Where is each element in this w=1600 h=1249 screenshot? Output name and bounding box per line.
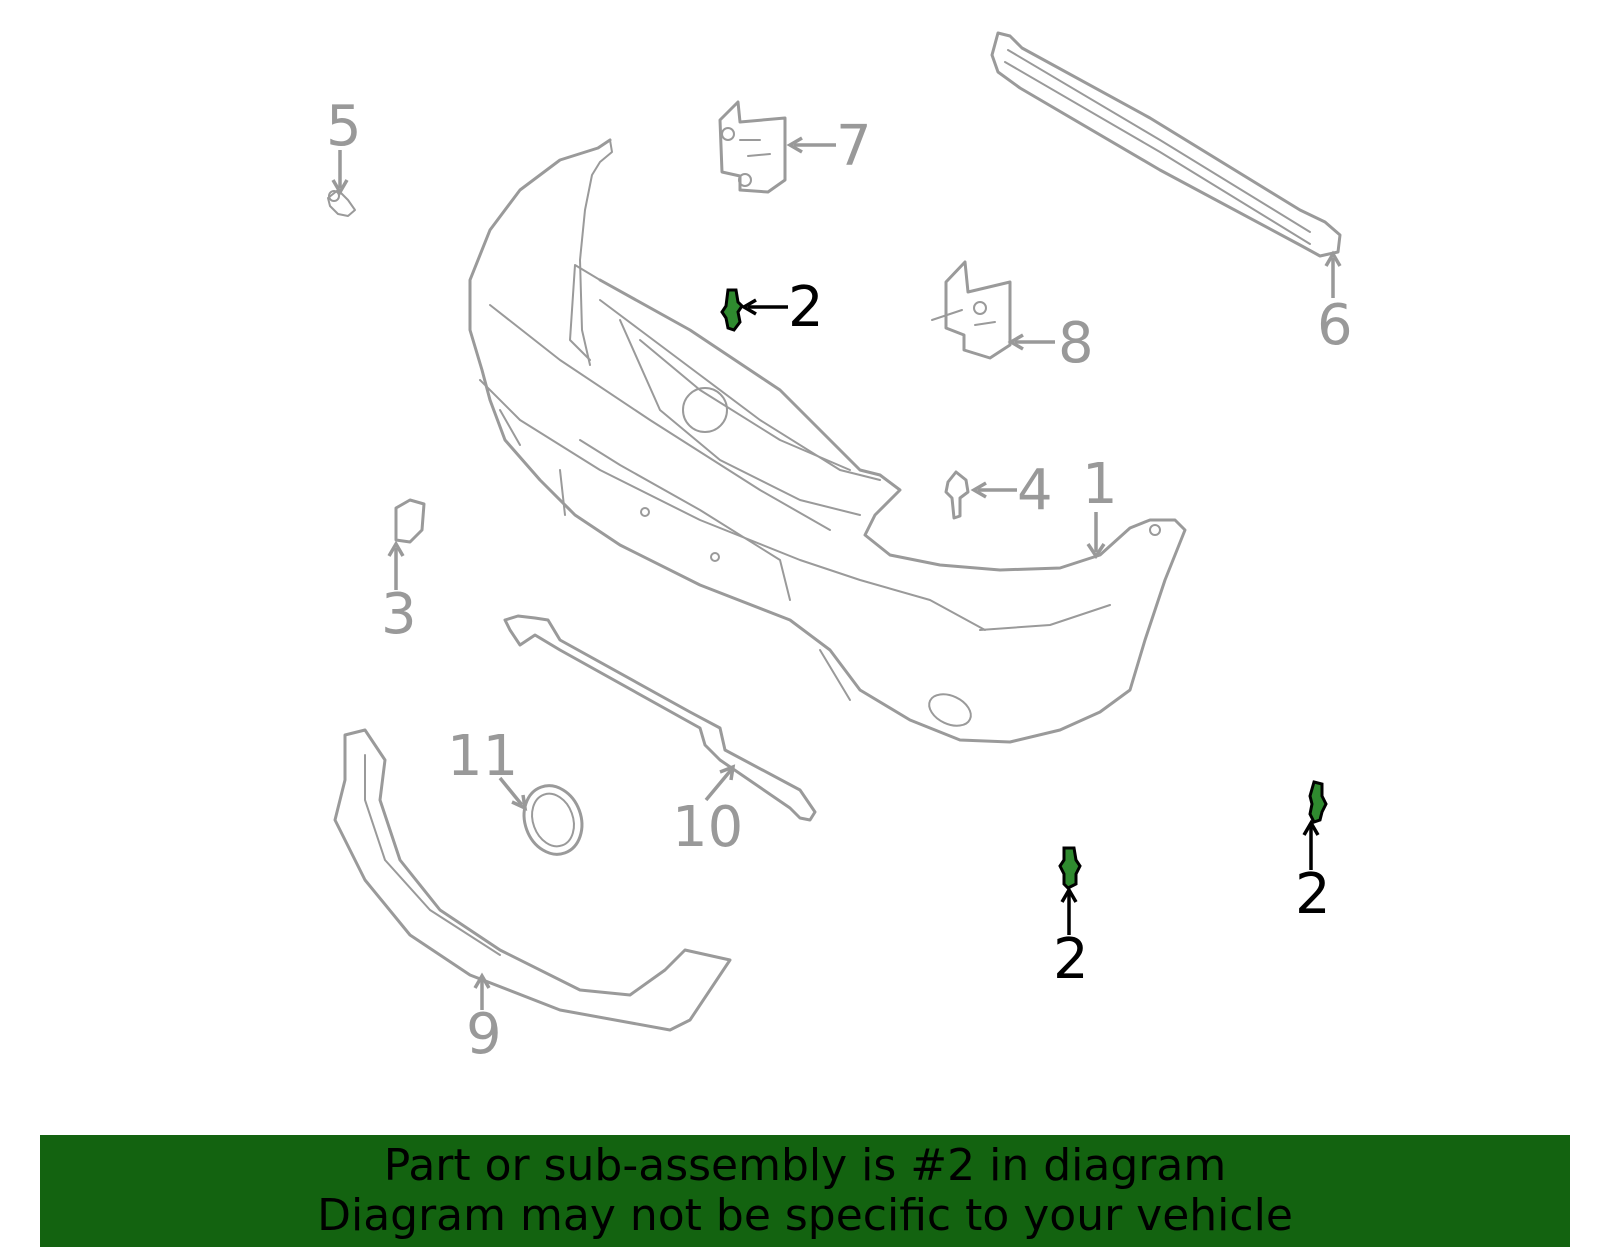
part-6-reinforcement-bar <box>990 31 1342 258</box>
label-1: 1 <box>1082 452 1118 517</box>
part-7-bracket <box>718 100 787 194</box>
part-8-bracket <box>931 260 1012 360</box>
part-10-bracket-strip <box>503 614 817 822</box>
label-8: 8 <box>1058 311 1094 376</box>
label-3: 3 <box>381 582 417 647</box>
label-6: 6 <box>1317 293 1353 358</box>
clip-2-bottom-right[interactable] <box>1308 780 1328 824</box>
part-11-ring <box>522 784 584 856</box>
arrow-11 <box>498 776 524 807</box>
label-2-top: 2 <box>788 275 824 340</box>
label-9: 9 <box>466 1002 502 1067</box>
label-2-bottom-center: 2 <box>1053 927 1089 992</box>
label-10: 10 <box>672 795 743 860</box>
part-9-lower-trim <box>333 728 732 1032</box>
arrow-10 <box>704 768 733 802</box>
part-1-bumper-cover <box>468 138 1187 744</box>
clip-2-bottom-center[interactable] <box>1058 846 1082 890</box>
banner-line-1: Part or sub-assembly is #2 in diagram <box>383 1140 1227 1191</box>
banner-line-2: Diagram may not be specific to your vehi… <box>317 1190 1293 1241</box>
info-banner: Part or sub-assembly is #2 in diagram Di… <box>40 1135 1570 1247</box>
label-11: 11 <box>447 724 518 789</box>
part-3-cover <box>394 498 426 544</box>
label-4: 4 <box>1017 458 1053 523</box>
callout-labels: 1 2 2 2 3 4 5 6 7 8 9 10 11 <box>326 94 1353 1067</box>
callout-arrows <box>331 136 1342 1010</box>
part-5-clip <box>327 189 356 217</box>
label-2-bottom-right: 2 <box>1295 862 1331 927</box>
label-7: 7 <box>836 114 872 179</box>
label-5: 5 <box>326 94 362 159</box>
part-4-fastener <box>944 470 970 520</box>
clip-2-top[interactable] <box>720 288 744 332</box>
